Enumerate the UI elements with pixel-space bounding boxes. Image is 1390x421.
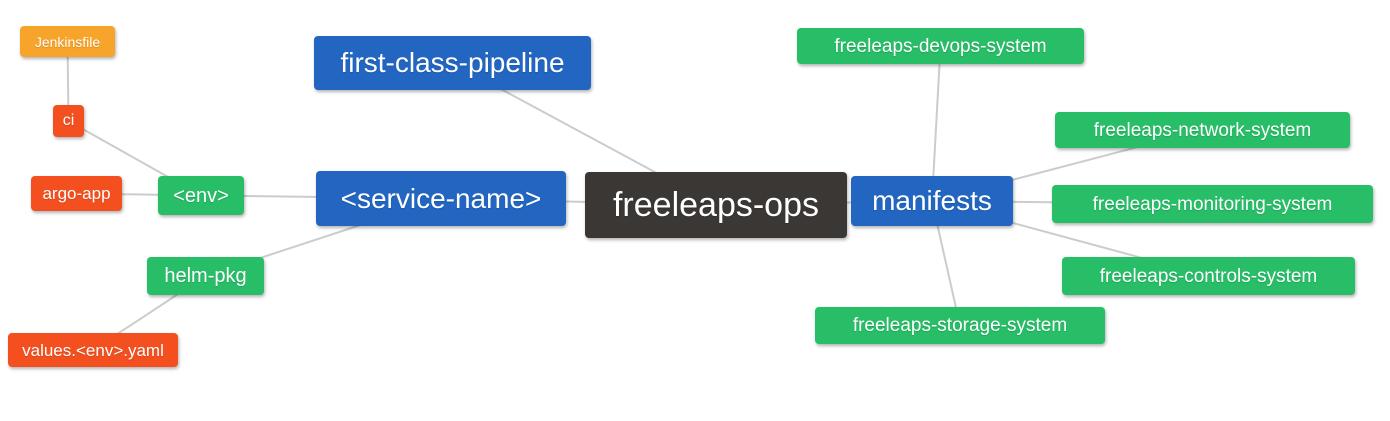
node-devops-system[interactable]: freeleaps-devops-system bbox=[797, 28, 1084, 64]
node-jenkinsfile[interactable]: Jenkinsfile bbox=[20, 26, 115, 57]
node-label-freeleaps-ops: freeleaps-ops bbox=[612, 186, 819, 224]
edge-manifests-devops-system bbox=[931, 45, 942, 202]
node-label-manifests: manifests bbox=[872, 185, 992, 216]
node-env[interactable]: <env> bbox=[158, 176, 244, 215]
node-network-system[interactable]: freeleaps-network-system bbox=[1055, 112, 1350, 148]
node-label-network-system: freeleaps-network-system bbox=[1093, 119, 1312, 141]
node-label-storage-system: freeleaps-storage-system bbox=[852, 315, 1068, 336]
node-label-monitoring-system: freeleaps-monitoring-system bbox=[1092, 193, 1333, 215]
node-service-name[interactable]: <service-name> bbox=[316, 171, 566, 226]
node-label-controls-system: freeleaps-controls-system bbox=[1099, 265, 1318, 287]
node-label-values-env-yaml: values.<env>.yaml bbox=[22, 340, 164, 360]
node-controls-system[interactable]: freeleaps-controls-system bbox=[1062, 257, 1355, 295]
node-label-service-name: <service-name> bbox=[340, 182, 542, 214]
node-freeleaps-ops[interactable]: freeleaps-ops bbox=[585, 172, 847, 238]
node-first-class-pipeline[interactable]: first-class-pipeline bbox=[314, 36, 591, 90]
node-label-ci: ci bbox=[62, 112, 75, 129]
node-ci[interactable]: ci bbox=[53, 105, 84, 137]
node-manifests[interactable]: manifests bbox=[851, 176, 1013, 226]
node-helm-pkg[interactable]: helm-pkg bbox=[147, 257, 264, 295]
node-label-argo-app: argo-app bbox=[42, 184, 111, 203]
node-label-helm-pkg: helm-pkg bbox=[164, 265, 247, 287]
node-label-jenkinsfile: Jenkinsfile bbox=[34, 33, 101, 50]
node-monitoring-system[interactable]: freeleaps-monitoring-system bbox=[1052, 185, 1373, 223]
node-values-env-yaml[interactable]: values.<env>.yaml bbox=[8, 333, 178, 367]
node-storage-system[interactable]: freeleaps-storage-system bbox=[815, 307, 1105, 344]
node-label-first-class-pipeline: first-class-pipeline bbox=[340, 47, 565, 78]
node-label-devops-system: freeleaps-devops-system bbox=[834, 35, 1047, 57]
node-label-env: <env> bbox=[173, 184, 229, 207]
node-argo-app[interactable]: argo-app bbox=[31, 176, 122, 211]
